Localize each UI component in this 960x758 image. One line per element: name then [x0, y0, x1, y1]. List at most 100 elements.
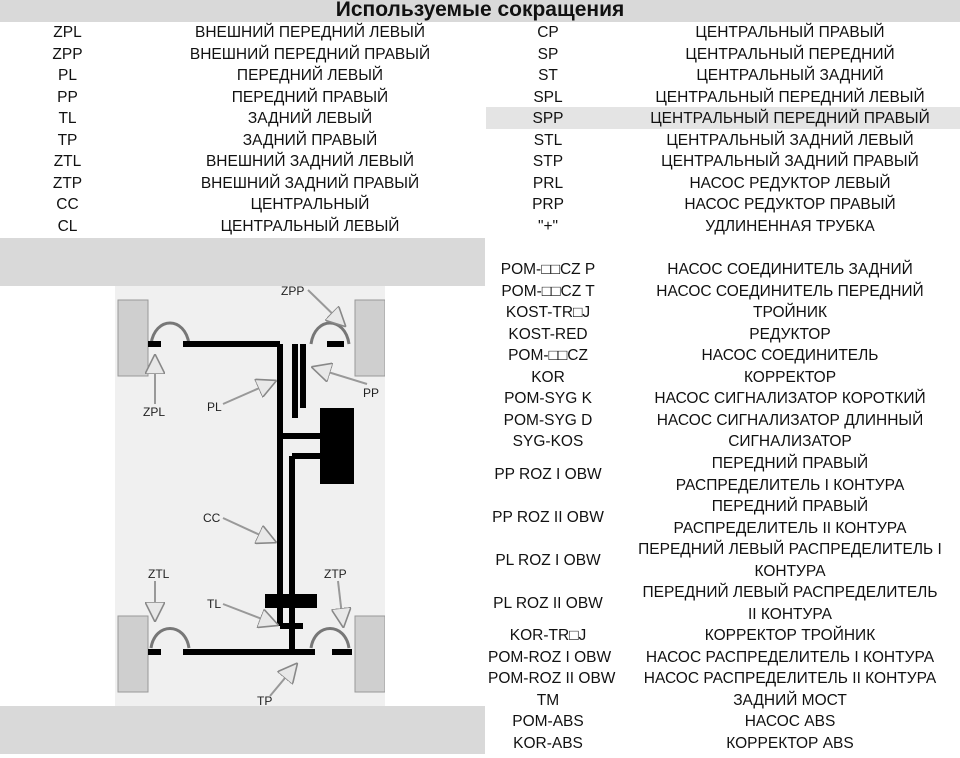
- left-desc: ЗАДНИЙ ЛЕВЫЙ: [247, 110, 373, 127]
- right-desc: УДЛИНЕННАЯ ТРУБКА: [705, 218, 875, 235]
- pointer-arrows: [155, 289, 368, 697]
- wheel-front-left: [117, 299, 149, 377]
- right-desc: НАСОС РЕДУКТОР ПРАВЫЙ: [684, 196, 896, 213]
- left-desc: ПЕРЕДНИЙ ЛЕВЫЙ: [236, 67, 384, 84]
- left-code: PL: [58, 67, 77, 84]
- hose-loop: [149, 321, 191, 345]
- left-desc: ЦЕНТРАЛЬНЫЙ ЛЕВЫЙ: [220, 218, 400, 235]
- hose-loop: [149, 627, 191, 649]
- left-desc: ЗАДНИЙ ПРАВЫЙ: [242, 132, 378, 149]
- right-code: STP: [532, 153, 564, 170]
- right-desc: КОРРЕКТОР ТРОЙНИК: [704, 627, 876, 644]
- right-desc: НАСОС СИГНАЛИЗАТОР КОРОТКИЙ: [654, 390, 926, 407]
- right-code: KOST-TR□J: [505, 304, 591, 321]
- brake-line-diagram: ZPP PP ZPL PL CC ZTL ZTP TL TP: [115, 286, 385, 706]
- brake-lines: [148, 341, 352, 655]
- right-code: TM: [536, 692, 560, 709]
- right-desc: НАСОС СОЕДИНИТЕЛЬ ЗАДНИЙ: [667, 261, 913, 278]
- right-desc: НАСОС СОЕДИНИТЕЛЬ ПЕРЕДНИЙ: [656, 283, 924, 300]
- label-pp: PP: [363, 386, 379, 400]
- highlight-row: [486, 107, 960, 129]
- right-desc: ТРОЙНИК: [752, 304, 828, 321]
- left-code: CC: [56, 196, 79, 213]
- label-zpp: ZPP: [281, 286, 304, 298]
- hose-loop: [309, 321, 351, 345]
- label-cc: CC: [203, 511, 221, 525]
- right-desc: НАСОС РАСПРЕДЕЛИТЕЛЬ II КОНТУРА: [643, 670, 937, 687]
- master-cylinder: [320, 408, 354, 484]
- right-code: POM-ROZ II OBW: [488, 670, 616, 687]
- hose-loop: [309, 627, 351, 649]
- right-code: POM-□□CZ P: [500, 261, 596, 278]
- left-code: ZTP: [52, 175, 83, 192]
- label-ztl: ZTL: [148, 567, 170, 581]
- page-title: Используемые сокращения: [0, 0, 960, 22]
- right-code: POM-SYG K: [504, 390, 592, 407]
- right-desc: КОРРЕКТОР: [743, 369, 837, 386]
- right-code: KOST-RED: [508, 326, 588, 343]
- right-code: PRL: [532, 175, 564, 192]
- right-desc: ЦЕНТРАЛЬНЫЙ ЗАДНИЙ ЛЕВЫЙ: [666, 132, 914, 149]
- right-code: PL ROZ II OBW: [493, 595, 603, 612]
- right-code: SPP: [532, 110, 564, 127]
- right-code: CP: [537, 24, 559, 41]
- label-pl: PL: [207, 400, 222, 414]
- wheel-rear-right: [354, 615, 385, 693]
- right-desc: ПЕРЕДНИЙ ПРАВЫЙ РАСПРЕДЕЛИТЕЛЬ II КОНТУР…: [673, 498, 907, 537]
- left-desc: ВНЕШНИЙ ЗАДНИЙ ПРАВЫЙ: [200, 175, 420, 192]
- right-code: PP ROZ II OBW: [492, 509, 604, 526]
- left-code: PP: [57, 89, 78, 106]
- label-tp: TP: [257, 694, 272, 706]
- right-code: KOR: [531, 369, 565, 386]
- left-code: TL: [58, 110, 77, 127]
- right-desc: НАСОС ABS: [744, 713, 836, 730]
- right-code: PL ROZ I OBW: [495, 552, 601, 569]
- left-code: CL: [57, 218, 78, 235]
- right-code: SYG-KOS: [512, 433, 584, 450]
- right-code: POM-□□CZ T: [501, 283, 595, 300]
- left-code: ZPL: [53, 24, 82, 41]
- grey-band: [0, 706, 485, 754]
- right-code: SP: [537, 46, 559, 63]
- right-desc: СИГНАЛИЗАТОР: [728, 433, 852, 450]
- right-desc: ПЕРЕДНИЙ ПРАВЫЙ РАСПРЕДЕЛИТЕЛЬ I КОНТУРА: [675, 455, 905, 494]
- wheel-front-right: [354, 299, 385, 377]
- rear-tee-block: [265, 594, 317, 608]
- left-desc: ВНЕШНИЙ ПЕРЕДНИЙ ПРАВЫЙ: [189, 46, 431, 63]
- left-code: ZTL: [53, 153, 82, 170]
- label-tl: TL: [207, 597, 221, 611]
- right-desc: НАСОС СОЕДИНИТЕЛЬ: [701, 347, 879, 364]
- right-desc: КОРРЕКТОР ABS: [726, 735, 854, 752]
- right-desc: ПЕРЕДНИЙ ЛЕВЫЙ РАСПРЕДЕЛИТЕЛЬ II КОНТУРА: [642, 584, 938, 623]
- right-code: KOR-ABS: [513, 735, 583, 752]
- right-code: PRP: [532, 196, 564, 213]
- label-zpl: ZPL: [143, 405, 165, 419]
- wheel-rear-left: [117, 615, 149, 693]
- right-desc: ЦЕНТРАЛЬНЫЙ ПЕРЕДНИЙ ЛЕВЫЙ: [655, 89, 925, 106]
- right-code: KOR-TR□J: [509, 627, 587, 644]
- right-desc: НАСОС РЕДУКТОР ЛЕВЫЙ: [689, 175, 891, 192]
- right-code: STL: [533, 132, 563, 149]
- grey-band: [0, 238, 485, 286]
- left-code: ZPP: [52, 46, 83, 63]
- right-code: ST: [538, 67, 558, 84]
- right-desc: НАСОС РАСПРЕДЕЛИТЕЛЬ I КОНТУРА: [645, 649, 935, 666]
- right-desc: ЦЕНТРАЛЬНЫЙ ЗАДНИЙ: [696, 67, 884, 84]
- right-desc: ПЕРЕДНИЙ ЛЕВЫЙ РАСПРЕДЕЛИТЕЛЬ I КОНТУРА: [638, 541, 942, 580]
- right-code: POM-ROZ I OBW: [488, 649, 612, 666]
- right-desc: НАСОС СИГНАЛИЗАТОР ДЛИННЫЙ: [656, 412, 924, 429]
- right-code: POM-ABS: [512, 713, 584, 730]
- left-desc: ВНЕШНИЙ ЗАДНИЙ ЛЕВЫЙ: [205, 153, 415, 170]
- left-desc: ПЕРЕДНИЙ ПРАВЫЙ: [231, 89, 389, 106]
- right-desc: ЦЕНТРАЛЬНЫЙ ПЕРЕДНИЙ: [685, 46, 895, 63]
- right-code: PP ROZ I OBW: [494, 466, 602, 483]
- right-code: POM-SYG D: [503, 412, 593, 429]
- right-desc: ЦЕНТРАЛЬНЫЙ ПЕРЕДНИЙ ПРАВЫЙ: [650, 110, 930, 127]
- brake-line-svg: ZPP PP ZPL PL CC ZTL ZTP TL TP: [117, 286, 385, 706]
- right-desc: ЗАДНИЙ МОСТ: [733, 692, 847, 709]
- left-desc: ВНЕШНИЙ ПЕРЕДНИЙ ЛЕВЫЙ: [194, 24, 425, 41]
- right-code: POM-□□CZ: [508, 347, 588, 364]
- right-desc: ЦЕНТРАЛЬНЫЙ ПРАВЫЙ: [695, 24, 885, 41]
- left-desc: ЦЕНТРАЛЬНЫЙ: [250, 196, 370, 213]
- label-ztp: ZTP: [324, 567, 347, 581]
